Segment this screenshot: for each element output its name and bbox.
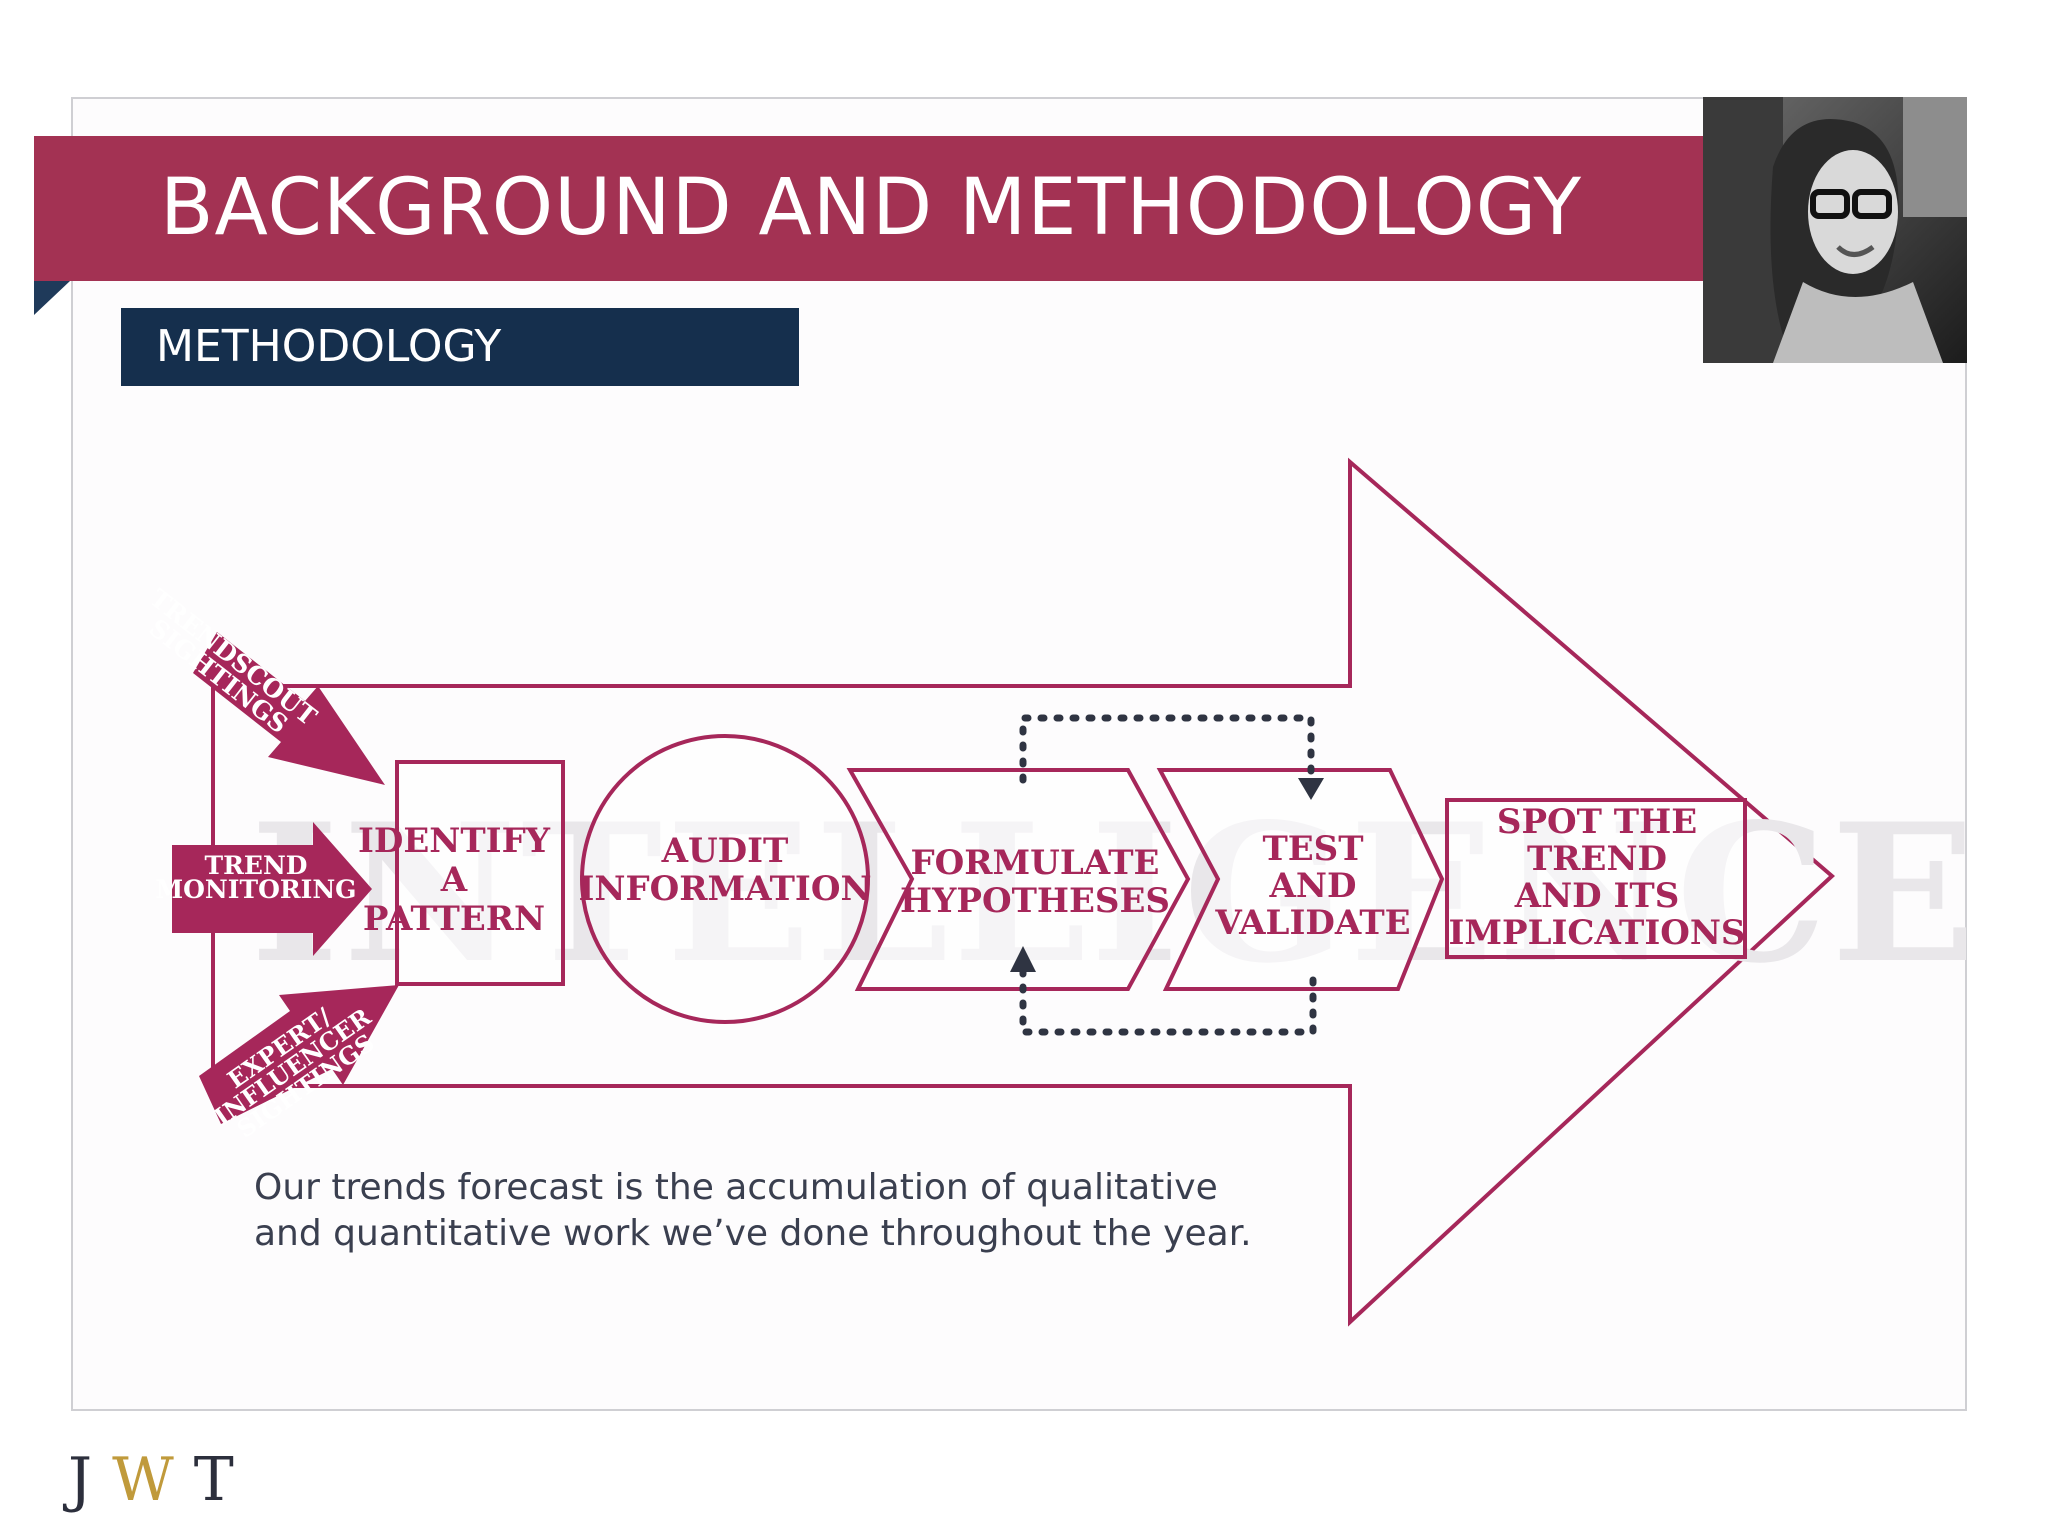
- section-label: [121, 308, 799, 386]
- caption-line-1: Our trends forecast is the accumulation …: [254, 1167, 1218, 1208]
- jwt-logo: JWT: [68, 1440, 254, 1520]
- audit-information-line-2: INFORMATION: [578, 869, 871, 909]
- formulate-hypotheses-line-1: FORMULATE: [911, 843, 1160, 883]
- big-arrow: [211, 457, 1836, 1327]
- step-chevron-formulate-hypotheses: [846, 768, 1191, 991]
- step-box-identify-pattern: [395, 760, 565, 986]
- feedback-loop-bottom: [1010, 946, 1317, 1036]
- input-arrow-expert: [199, 985, 399, 1124]
- spot-the-trend-line-4: IMPLICATIONS: [1449, 913, 1746, 953]
- step-chevron-test-and-validate: [1156, 768, 1445, 991]
- spot-the-trend-line-1: SPOT THE: [1497, 802, 1697, 842]
- logo-letter-j: J: [68, 1445, 113, 1515]
- test-and-validate-line-1: TEST: [1262, 829, 1363, 869]
- caption: Our trends forecast is the accumulation …: [254, 1165, 1254, 1257]
- step-circle-audit-information: [580, 734, 870, 1024]
- presenter-photo: [1703, 97, 1967, 363]
- logo-letter-w: W: [112, 1445, 194, 1515]
- spot-the-trend-line-3: AND ITS: [1514, 876, 1680, 916]
- input-arrow-trendscout: [193, 632, 385, 785]
- trend-monitoring-line-2: MONITORING: [155, 875, 356, 904]
- identify-pattern-line-2: A: [440, 860, 468, 900]
- banner-fold: [34, 281, 70, 315]
- feedback-loop-top: [1019, 714, 1324, 800]
- title-banner: [34, 136, 1704, 281]
- step-box-spot-the-trend: [1445, 798, 1747, 959]
- identify-pattern-line-1: IDENTIFY: [358, 821, 551, 861]
- formulate-hypotheses-line-2: HYPOTHESES: [900, 881, 1170, 921]
- caption-line-2: and quantitative work we’ve done through…: [254, 1213, 1252, 1254]
- audit-information-line-1: AUDIT: [661, 831, 789, 871]
- trend-monitoring-line-1: TREND: [205, 851, 308, 880]
- test-and-validate-line-3: VALIDATE: [1214, 903, 1410, 943]
- slide-title: BACKGROUND AND METHODOLOGY: [160, 163, 1583, 253]
- test-and-validate-line-2: AND: [1269, 866, 1357, 906]
- identify-pattern-line-3: PATTERN: [363, 899, 545, 939]
- input-arrow-trend-monitoring: [172, 822, 372, 956]
- section-title: METHODOLOGY: [156, 321, 502, 372]
- logo-letter-t: T: [193, 1445, 254, 1515]
- spot-the-trend-line-2: TREND: [1527, 839, 1667, 879]
